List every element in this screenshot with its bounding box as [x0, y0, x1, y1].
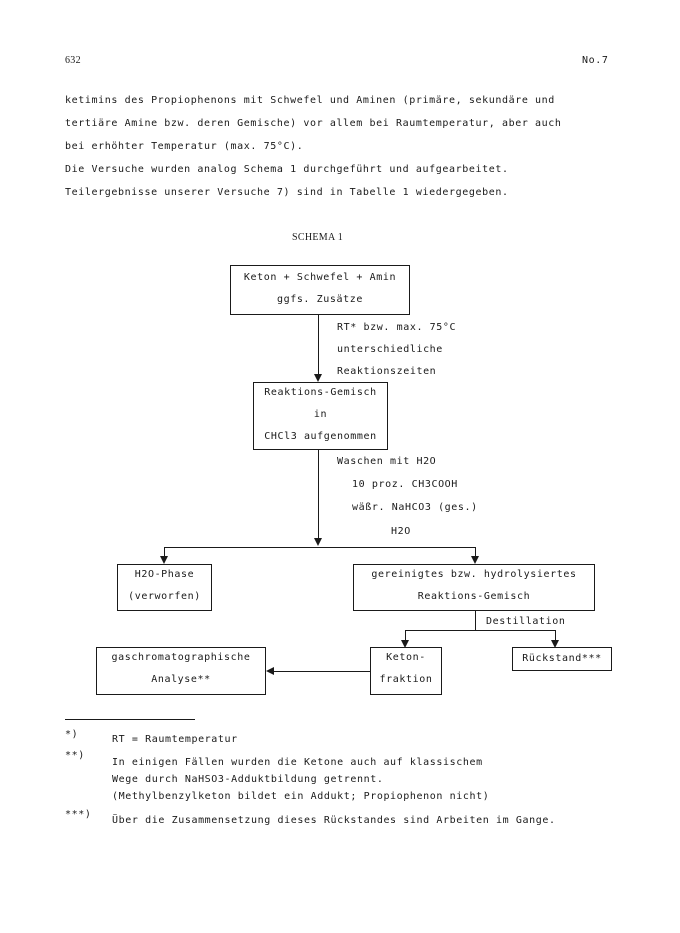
box-purified-line: gereinigtes bzw. hydrolysiertes [371, 569, 577, 580]
arrow-line [164, 547, 165, 558]
body-line: ketimins des Propiophenons mit Schwefel … [65, 95, 555, 106]
footnote-text: Wege durch NaHSO3-Adduktbildung getrennt… [112, 774, 384, 785]
box-water-phase: H2O-Phase (verworfen) [117, 564, 212, 611]
arrow-head [266, 667, 274, 675]
box-residue-label: Rückstand*** [522, 653, 602, 664]
box-residue: Rückstand*** [512, 647, 612, 671]
arrow-line [475, 611, 476, 630]
arrow-head [551, 640, 559, 648]
box-analysis-line: gaschromatographische [111, 652, 251, 663]
body-line: tertiäre Amine bzw. deren Gemische) vor … [65, 118, 562, 129]
footnote-mark: **) [65, 750, 85, 761]
step1-label: Reaktionszeiten [337, 366, 437, 377]
box-mixture-line: CHCl3 aufgenommen [264, 431, 377, 442]
box-purified: gereinigtes bzw. hydrolysiertes Reaktion… [353, 564, 595, 611]
box-start: Keton + Schwefel + Amin ggfs. Zusätze [230, 265, 410, 315]
body-line: Teilergebnisse unserer Versuche 7) sind … [65, 187, 509, 198]
box-water-line: (verworfen) [128, 591, 201, 602]
box-start-line: ggfs. Zusätze [276, 294, 364, 305]
body-line: bei erhöhter Temperatur (max. 75°C). [65, 141, 304, 152]
arrow-line [405, 630, 406, 642]
arrow-line [475, 547, 476, 558]
footnote-text: (Methylbenzylketon bildet ein Addukt; Pr… [112, 791, 490, 802]
arrow-line [555, 630, 556, 642]
step2-label: Waschen mit H2O [337, 456, 437, 467]
step1-label: RT* bzw. max. 75°C [337, 322, 457, 333]
box-mixture-line: in [313, 409, 328, 420]
footnote-divider [65, 719, 195, 720]
arrow-head [401, 640, 409, 648]
branch-line [164, 547, 475, 548]
issue-number: No.7 [582, 55, 609, 66]
footnote-text: RT = Raumtemperatur [112, 734, 238, 745]
arrow-line [272, 671, 370, 672]
box-water-line: H2O-Phase [134, 569, 195, 580]
box-fraction-line: fraktion [379, 674, 433, 685]
box-start-line: Keton + Schwefel + Amin [243, 272, 397, 283]
footnote-text: In einigen Fällen wurden die Ketone auch… [112, 757, 483, 768]
step2-label: H2O [391, 526, 411, 537]
page-number: 632 [65, 55, 81, 66]
arrow-line [318, 315, 319, 379]
box-analysis-line: Analyse** [151, 674, 211, 685]
box-fraction: Keton- fraktion [370, 647, 442, 695]
schema-title: SCHEMA 1 [292, 232, 344, 243]
arrow-line [318, 450, 319, 542]
box-mixture: Reaktions-Gemisch in CHCl3 aufgenommen [253, 382, 388, 450]
box-fraction-line: Keton- [386, 652, 426, 663]
box-analysis: gaschromatographische Analyse** [96, 647, 266, 695]
step1-label: unterschiedliche [337, 344, 443, 355]
footnote-mark: ***) [65, 809, 92, 820]
distillation-label: Destillation [484, 616, 568, 627]
arrow-head [471, 556, 479, 564]
step2-label: wäßr. NaHCO3 (ges.) [352, 502, 478, 513]
box-mixture-line: Reaktions-Gemisch [264, 387, 377, 398]
step2-label: 10 proz. CH3COOH [352, 479, 458, 490]
arrow-head [314, 538, 322, 546]
arrow-head [160, 556, 168, 564]
branch-line [405, 630, 555, 631]
footnote-text: Über die Zusammensetzung dieses Rückstan… [112, 815, 556, 826]
body-line: Die Versuche wurden analog Schema 1 durc… [65, 164, 509, 175]
box-purified-line: Reaktions-Gemisch [417, 591, 531, 602]
footnote-mark: *) [65, 729, 79, 740]
arrow-head [314, 374, 322, 382]
